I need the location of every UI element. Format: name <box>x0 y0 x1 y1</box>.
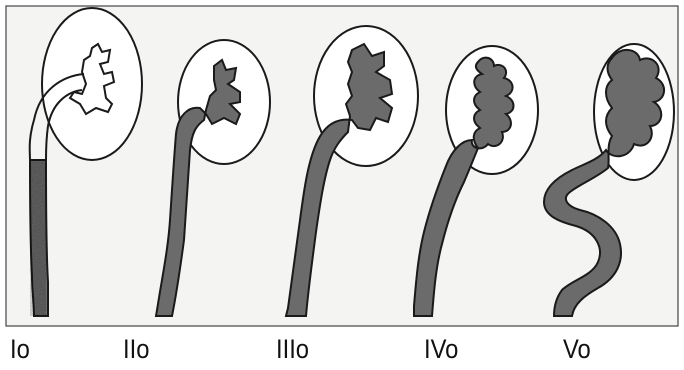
grade-label-2: IIo <box>123 333 149 365</box>
grade-label-5: Vo <box>563 333 591 365</box>
grade-1-filled-ureter-texture <box>30 160 46 316</box>
grade-label-3: IIIo <box>276 333 309 365</box>
grade-label-1: Io <box>10 333 30 365</box>
grade-label-4: IVo <box>424 333 458 365</box>
